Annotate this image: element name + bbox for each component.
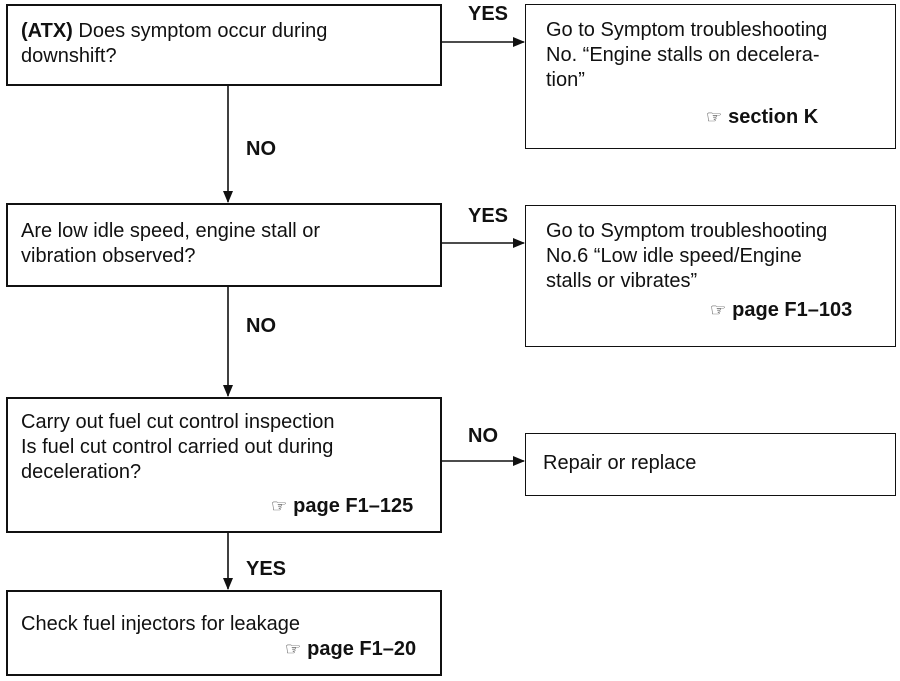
yes-label-1: YES bbox=[468, 3, 509, 25]
reference-1-text: section K bbox=[728, 106, 819, 128]
yes-label-3: YES bbox=[246, 558, 287, 580]
question-3-line-3: deceleration? bbox=[21, 461, 142, 483]
reference-2-text: page F1–103 bbox=[732, 299, 853, 321]
final-action-text: Check fuel injectors for leakage bbox=[21, 613, 301, 635]
reference-4: ☞page F1–20 bbox=[285, 638, 416, 661]
final-action-box: Check fuel injectors for leakage bbox=[6, 590, 442, 676]
no-label-2: NO bbox=[246, 315, 276, 337]
pointing-hand-icon: ☞ bbox=[271, 496, 288, 516]
question-box-3: Carry out fuel cut control inspection Is… bbox=[6, 397, 442, 533]
action-2-line-2: No.6 “Low idle speed/Engine bbox=[546, 245, 802, 267]
question-box-1: (ATX) Does symptom occur during downshif… bbox=[6, 4, 442, 86]
action-1-line-3: tion” bbox=[546, 69, 585, 91]
question-box-2: Are low idle speed, engine stall or vibr… bbox=[6, 203, 442, 287]
action-2-line-3: stalls or vibrates” bbox=[546, 270, 698, 292]
pointing-hand-icon: ☞ bbox=[706, 107, 723, 127]
question-2-line-1: Are low idle speed, engine stall or bbox=[21, 220, 321, 242]
question-3-line-1: Carry out fuel cut control inspection bbox=[21, 411, 335, 433]
pointing-hand-icon: ☞ bbox=[285, 639, 302, 659]
action-1-line-2: No. “Engine stalls on decelera- bbox=[546, 44, 820, 66]
action-box-1: Go to Symptom troubleshooting No. “Engin… bbox=[525, 4, 896, 149]
reference-3: ☞page F1–125 bbox=[271, 495, 413, 518]
no-label-1: NO bbox=[246, 138, 276, 160]
action-box-2: Go to Symptom troubleshooting No.6 “Low … bbox=[525, 205, 896, 347]
question-2-line-2: vibration observed? bbox=[21, 245, 196, 267]
atx-prefix: (ATX) bbox=[21, 20, 73, 42]
question-3-line-2: Is fuel cut control carried out during bbox=[21, 436, 334, 458]
no-label-3: NO bbox=[468, 425, 498, 447]
question-1-line-1: Does symptom occur during bbox=[72, 20, 328, 42]
reference-1: ☞section K bbox=[706, 106, 818, 129]
pointing-hand-icon: ☞ bbox=[710, 300, 727, 320]
action-3-text: Repair or replace bbox=[543, 452, 697, 474]
question-1-line-2: downshift? bbox=[21, 45, 117, 67]
action-2-line-1: Go to Symptom troubleshooting bbox=[546, 220, 828, 242]
reference-4-text: page F1–20 bbox=[307, 638, 417, 660]
reference-2: ☞page F1–103 bbox=[710, 299, 852, 322]
action-1-line-1: Go to Symptom troubleshooting bbox=[546, 19, 828, 41]
reference-3-text: page F1–125 bbox=[293, 495, 414, 517]
action-box-3: Repair or replace bbox=[525, 433, 896, 496]
yes-label-2: YES bbox=[468, 205, 509, 227]
